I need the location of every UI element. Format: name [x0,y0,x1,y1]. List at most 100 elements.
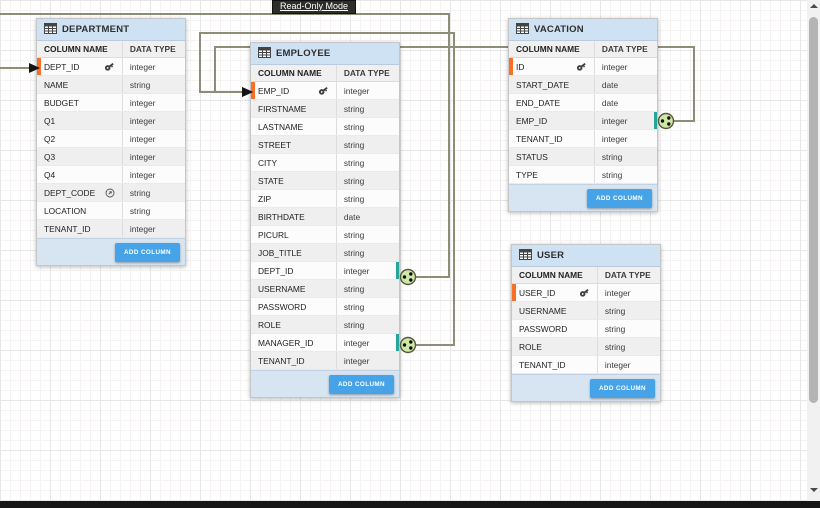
add-column-button[interactable]: ADD COLUMN [114,242,180,262]
column-name: Q4 [37,166,123,183]
column-data-type: integer [129,223,156,234]
table-header[interactable]: USER [512,245,660,267]
generated-column-icon [105,188,115,198]
column-data-type: date [601,79,619,90]
column-name: LOCATION [37,202,123,219]
column-data-type: date [343,211,361,222]
column-name: END_DATE [509,94,595,111]
add-column-button[interactable]: ADD COLUMN [589,378,655,398]
horizontal-scrollbar[interactable] [0,501,820,508]
column-row-tenant_id[interactable]: TENANT_ID integer [251,352,399,370]
column-headers-row: COLUMN NAME DATA TYPE [512,267,660,284]
table-header[interactable]: EMPLOYEE [251,43,399,65]
column-name: CITY [251,154,337,171]
column-name: TENANT_ID [251,352,337,369]
scroll-up-icon[interactable] [810,4,818,8]
table-icon [44,22,57,37]
table-footer: ADD COLUMN [251,370,399,397]
column-data-type: string [604,305,626,316]
column-row-location[interactable]: LOCATION string [37,202,185,220]
column-name: PICURL [251,226,337,243]
primary-key-icon [104,61,115,72]
column-name: TENANT_ID [37,220,123,237]
vertical-scrollbar-thumb[interactable] [809,17,818,403]
column-data-type: integer [129,151,156,162]
vertical-scrollbar[interactable] [807,0,820,501]
data-type-header: DATA TYPE [604,270,651,280]
column-name: ZIP [251,190,337,207]
table-icon [519,248,532,263]
many-connector-icon[interactable] [657,112,675,130]
column-headers-row: COLUMN NAME DATA TYPE [509,41,657,58]
table-card-department[interactable]: DEPARTMENT COLUMN NAME DATA TYPE DEPT_ID… [36,18,186,266]
column-row-q1[interactable]: Q1 integer [37,112,185,130]
column-data-type: string [343,301,365,312]
column-data-type: integer [343,355,370,366]
column-data-type: integer [343,85,370,96]
add-column-button[interactable]: ADD COLUMN [586,188,652,208]
add-column-button[interactable]: ADD COLUMN [328,374,394,394]
many-connector-icon[interactable] [399,336,417,354]
column-name: DEPT_ID [37,58,123,75]
column-name: FIRSTNAME [251,100,337,117]
column-data-type: integer [601,133,628,144]
column-name: MANAGER_ID [251,334,337,351]
column-row-dept_id[interactable]: DEPT_ID integer [37,58,185,76]
column-row-tenant_id[interactable]: TENANT_ID integer [37,220,185,238]
column-name: LASTNAME [251,118,337,135]
column-name: ROLE [512,338,598,355]
column-name: USER_ID [512,284,598,301]
column-data-type: string [129,205,151,216]
column-name: Q1 [37,112,123,129]
table-footer: ADD COLUMN [509,184,657,211]
table-header[interactable]: DEPARTMENT [37,19,185,41]
table-header[interactable]: VACATION [509,19,657,41]
column-data-type: integer [129,61,156,72]
many-connector-icon[interactable] [399,268,417,286]
column-data-type: integer [129,115,156,126]
column-data-type: integer [129,97,156,108]
table-title: DEPARTMENT [62,24,130,35]
column-data-type: string [343,283,365,294]
scroll-down-icon[interactable] [810,488,818,492]
column-name: DEPT_CODE [37,184,123,201]
